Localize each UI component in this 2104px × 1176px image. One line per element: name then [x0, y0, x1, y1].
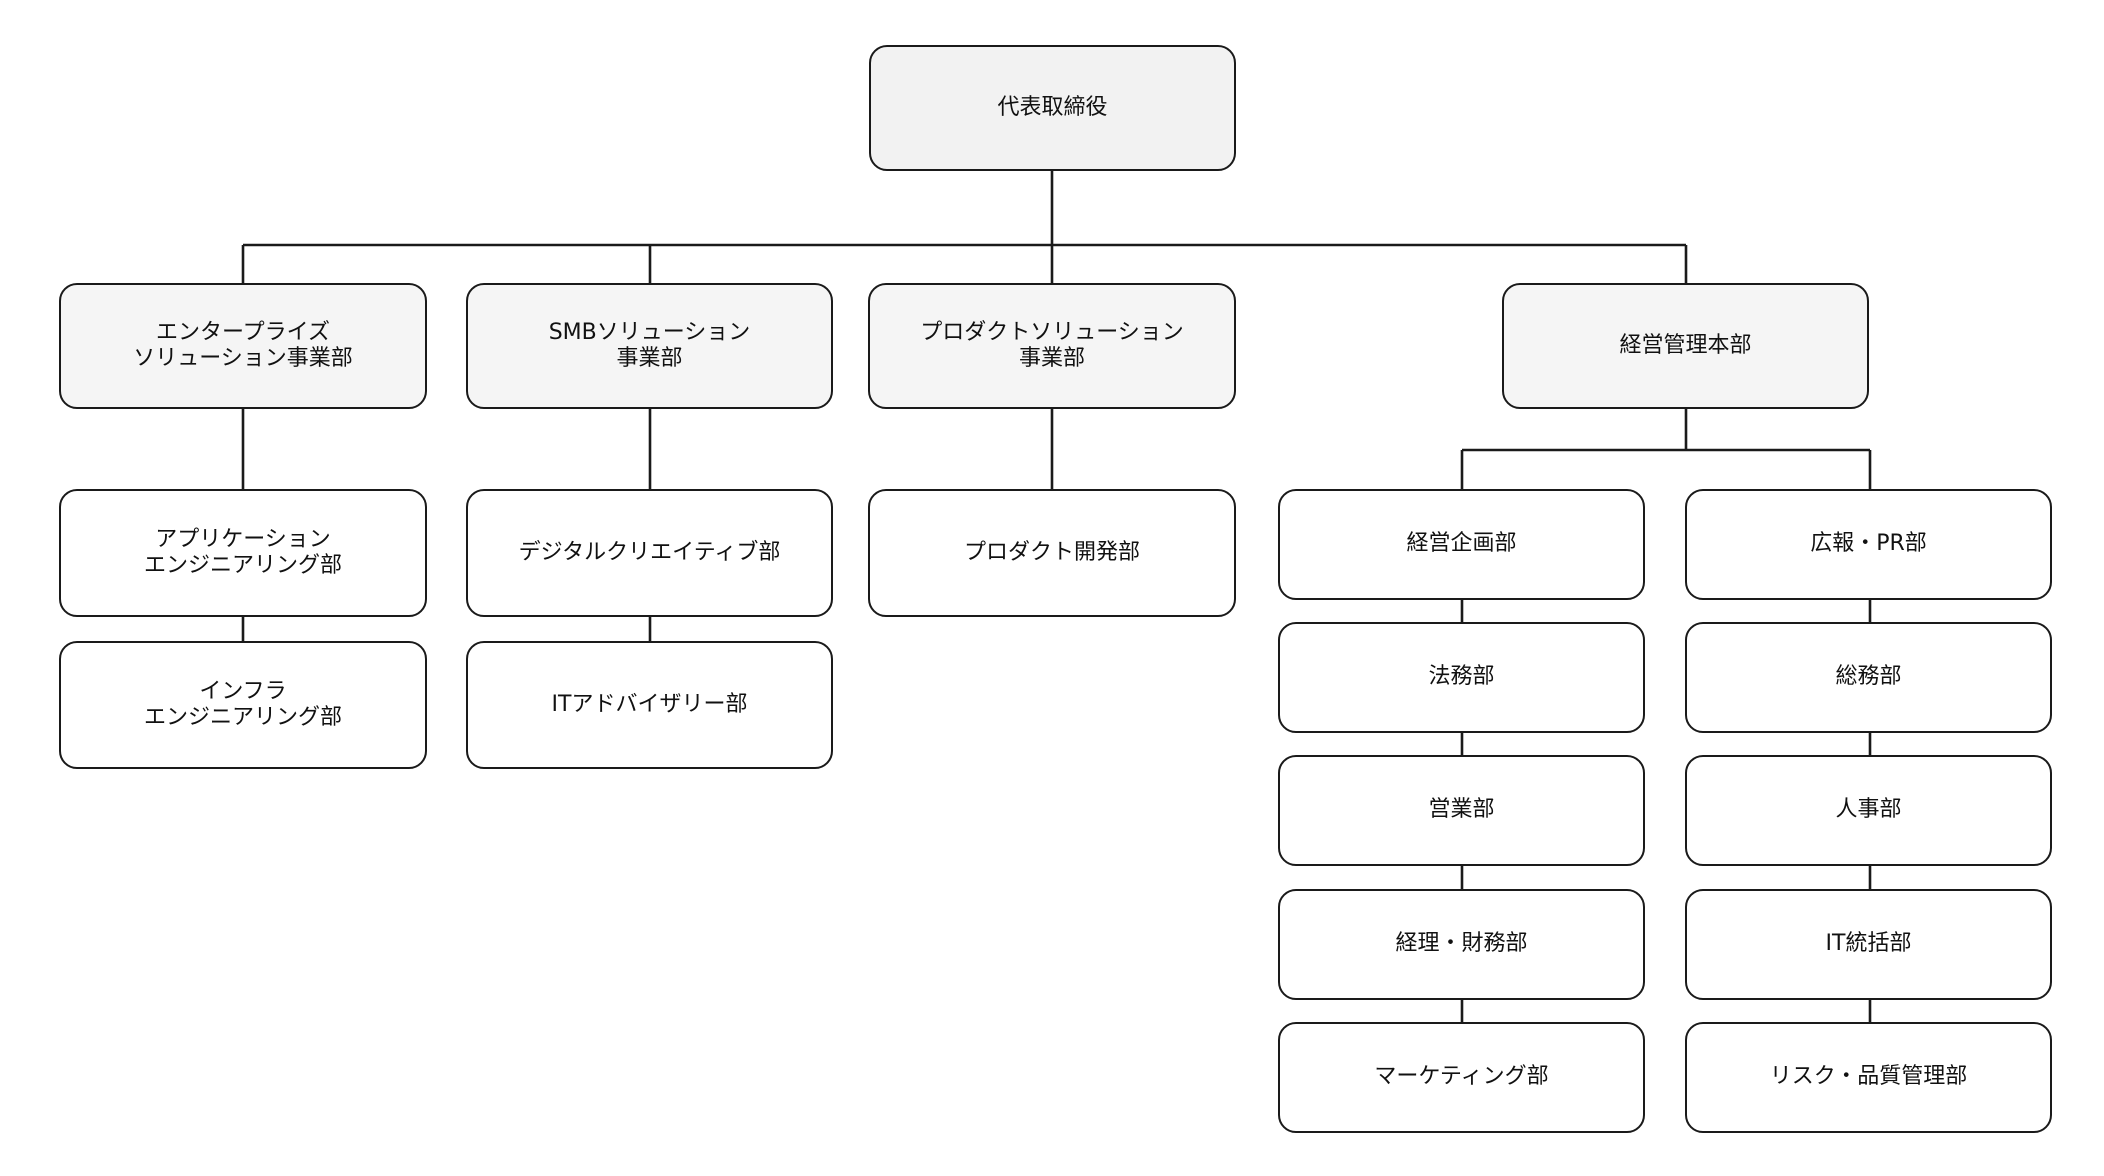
node-accounting-finance: 経理・財務部: [1278, 889, 1645, 1000]
node-product-development: プロダクト開発部: [868, 489, 1236, 617]
node-legal: 法務部: [1278, 622, 1645, 733]
node-general-affairs: 総務部: [1685, 622, 2052, 733]
node-infrastructure-engineering: インフラ エンジニアリング部: [59, 641, 427, 769]
node-corporate-planning: 経営企画部: [1278, 489, 1645, 600]
node-sales: 営業部: [1278, 755, 1645, 866]
node-public-relations: 広報・PR部: [1685, 489, 2052, 600]
node-marketing: マーケティング部: [1278, 1022, 1645, 1133]
node-it-management: IT統括部: [1685, 889, 2052, 1000]
node-management-headquarters: 経営管理本部: [1502, 283, 1869, 409]
node-human-resources: 人事部: [1685, 755, 2052, 866]
node-application-engineering: アプリケーション エンジニアリング部: [59, 489, 427, 617]
node-digital-creative: デジタルクリエイティブ部: [466, 489, 833, 617]
node-smb-division: SMBソリューション 事業部: [466, 283, 833, 409]
node-risk-quality-management: リスク・品質管理部: [1685, 1022, 2052, 1133]
node-it-advisory: ITアドバイザリー部: [466, 641, 833, 769]
node-product-division: プロダクトソリューション 事業部: [868, 283, 1236, 409]
node-ceo: 代表取締役: [869, 45, 1236, 171]
node-enterprise-division: エンタープライズ ソリューション事業部: [59, 283, 427, 409]
